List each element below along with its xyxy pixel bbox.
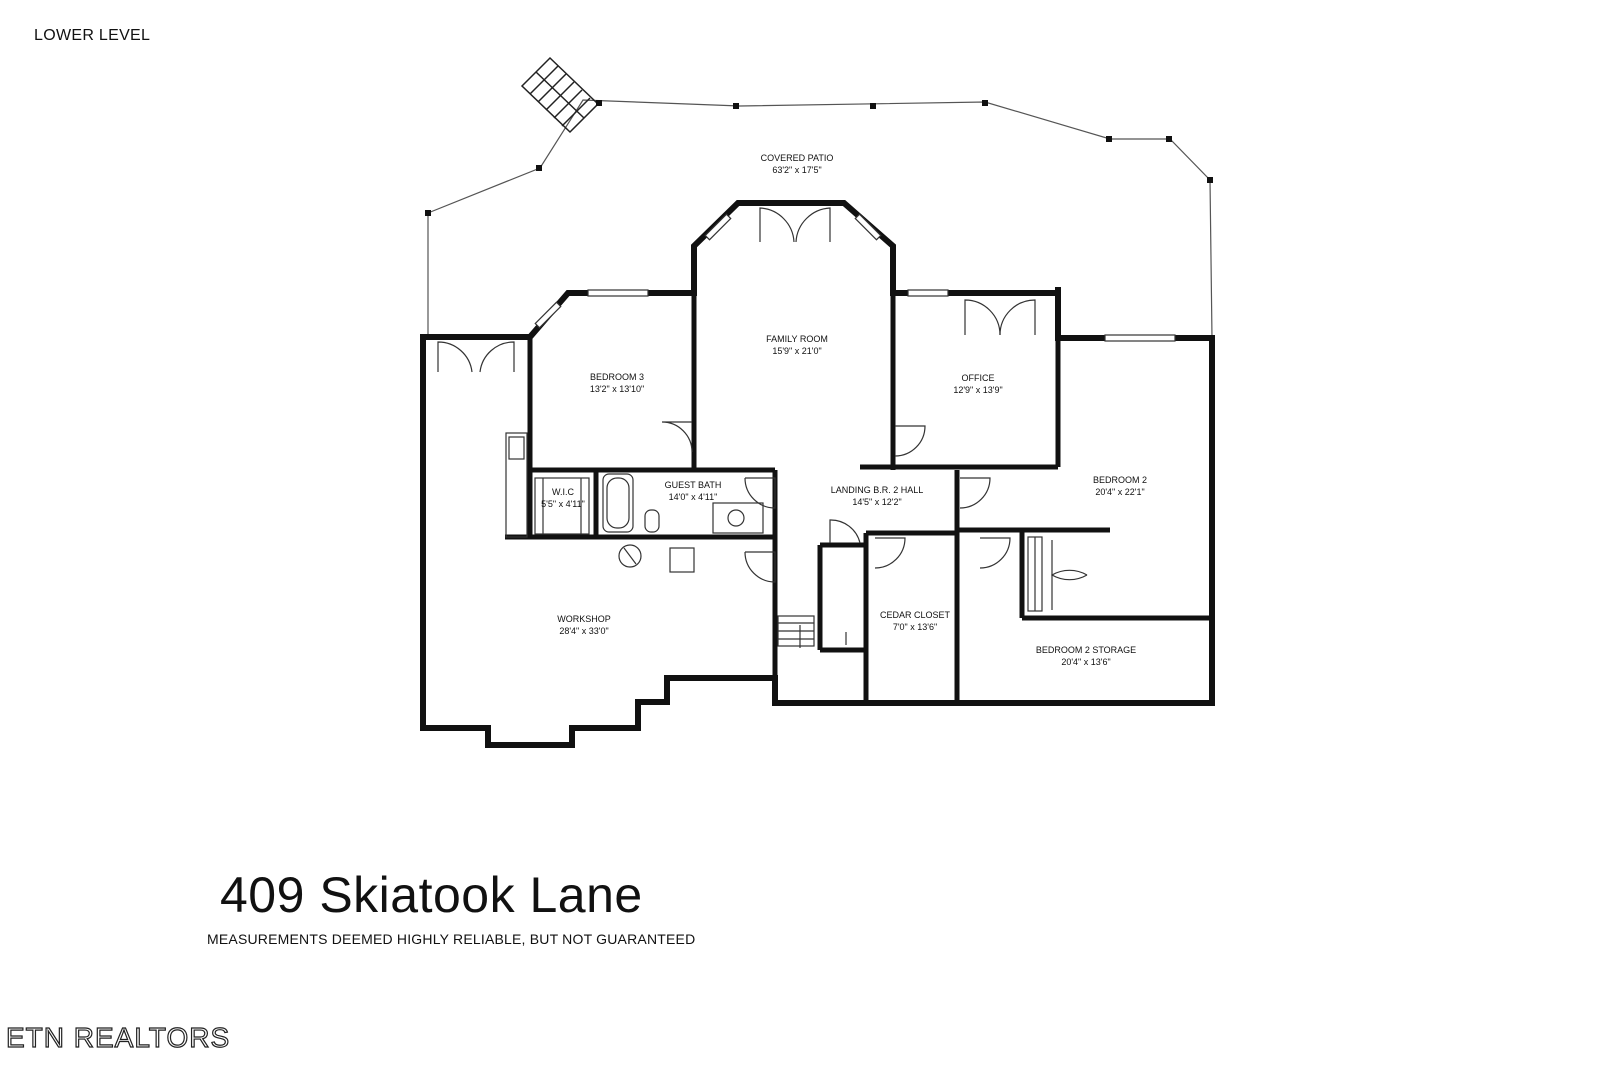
room-name: GUEST BATH xyxy=(665,480,722,490)
room-dims: 12'9" x 13'9" xyxy=(953,385,1002,395)
doors xyxy=(437,207,1088,610)
level-label: LOWER LEVEL xyxy=(34,27,151,44)
patio-posts xyxy=(425,100,1213,216)
room-dims: 14'5" x 12'2" xyxy=(852,497,901,507)
room-dims: 15'9" x 21'0" xyxy=(772,346,821,356)
room-dims: 7'0" x 13'6" xyxy=(893,622,937,632)
room-name: COVERED PATIO xyxy=(761,153,834,163)
interior-stairs xyxy=(777,615,847,648)
room-dims: 14'0" x 4'11" xyxy=(669,492,718,502)
room-name: LANDING B.R. 2 HALL xyxy=(831,485,924,495)
room-dims: 5'5" x 4'11" xyxy=(541,499,585,509)
fixtures xyxy=(505,432,1043,612)
property-address: 409 Skiatook Lane xyxy=(220,867,643,923)
patio-stairs xyxy=(520,56,600,134)
room-labels: COVERED PATIO 63'2" x 17'5" FAMILY ROOM … xyxy=(541,153,1147,667)
room-dims: 63'2" x 17'5" xyxy=(772,165,821,175)
room-name: BEDROOM 2 STORAGE xyxy=(1036,645,1136,655)
room-name: OFFICE xyxy=(962,373,995,383)
patio-outline xyxy=(427,99,1213,339)
room-dims: 13'2" x 13'10" xyxy=(590,384,644,394)
measurement-disclaimer: MEASUREMENTS DEEMED HIGHLY RELIABLE, BUT… xyxy=(207,931,696,947)
room-dims: 20'4" x 13'6" xyxy=(1061,657,1110,667)
room-name: FAMILY ROOM xyxy=(766,334,828,344)
room-name: W.I.C xyxy=(552,487,574,497)
room-name: BEDROOM 2 xyxy=(1093,475,1147,485)
room-dims: 20'4" x 22'1" xyxy=(1095,487,1144,497)
room-name: CEDAR CLOSET xyxy=(880,610,951,620)
windows xyxy=(534,213,1176,342)
room-name: WORKSHOP xyxy=(557,614,611,624)
brand-logo: ETN REALTORS xyxy=(5,1021,231,1053)
room-dims: 28'4" x 33'0" xyxy=(559,626,608,636)
room-name: BEDROOM 3 xyxy=(590,372,644,382)
